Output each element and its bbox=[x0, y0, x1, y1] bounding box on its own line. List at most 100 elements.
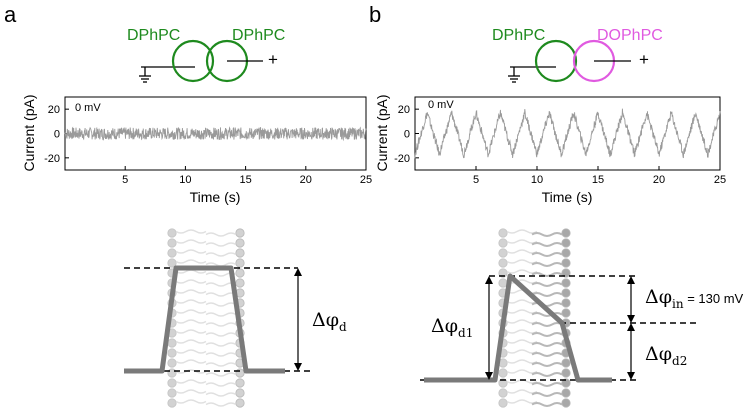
potential-profile-line-a bbox=[124, 265, 285, 374]
trace-b bbox=[414, 108, 721, 159]
lipid-tail bbox=[531, 292, 563, 297]
lipid-head bbox=[498, 278, 508, 288]
lipid-head bbox=[561, 278, 571, 288]
lipid-tail bbox=[205, 352, 237, 357]
lipid-head bbox=[235, 398, 245, 408]
x-tick-label: 20 bbox=[653, 174, 665, 186]
lipid-right-label-b: DOPhPC bbox=[597, 27, 663, 44]
potential-profile-line-b bbox=[424, 273, 612, 383]
lipid-tail bbox=[506, 259, 538, 264]
lipid-head bbox=[561, 398, 571, 408]
lipid-tail bbox=[205, 402, 237, 407]
lipid-tail bbox=[205, 242, 237, 247]
x-tick-label: 25 bbox=[360, 174, 372, 186]
voltage-label-b: 0 mV bbox=[428, 99, 454, 111]
plus-sign-a: + bbox=[268, 50, 278, 69]
lipid-tail bbox=[506, 239, 538, 244]
x-tick-label: 5 bbox=[122, 174, 128, 186]
y-axis-title-a: Current (pA) bbox=[21, 94, 37, 171]
lipid-head bbox=[235, 248, 245, 258]
lipid-tail bbox=[205, 382, 237, 387]
delta-phi-d1-label: Δφd1 bbox=[431, 315, 473, 340]
lipid-head bbox=[561, 388, 571, 398]
lipid-head bbox=[235, 268, 245, 278]
lipid-tail bbox=[175, 239, 207, 244]
potential-profile-b: Δφd1 Δφin = 130 mV Δφd2 bbox=[420, 228, 744, 408]
lipid-tail bbox=[506, 309, 538, 314]
lipid-head bbox=[561, 358, 571, 368]
lipid-head bbox=[498, 258, 508, 268]
lipid-head bbox=[498, 388, 508, 398]
lipid-tail bbox=[175, 229, 207, 234]
lipid-tail bbox=[205, 392, 237, 397]
lipid-head bbox=[235, 388, 245, 398]
lipid-tail bbox=[506, 279, 538, 284]
lipid-tail bbox=[205, 372, 237, 377]
left-leaflet-circle-a bbox=[171, 39, 215, 83]
lipid-head bbox=[498, 398, 508, 408]
lipid-tail bbox=[531, 322, 563, 327]
lipid-head bbox=[235, 368, 245, 378]
y-axis-title-b: Current (pA) bbox=[374, 94, 390, 171]
lipid-head bbox=[167, 238, 177, 248]
lipid-tail bbox=[531, 272, 563, 277]
lipid-tail bbox=[175, 279, 207, 284]
lipid-tail bbox=[205, 302, 237, 307]
lipid-tail bbox=[205, 232, 237, 237]
delta-phi-label-a: Δφd bbox=[312, 309, 347, 334]
lipid-tail bbox=[506, 229, 538, 234]
lipid-tail bbox=[205, 322, 237, 327]
lipid-tail bbox=[175, 349, 207, 354]
lipid-head bbox=[167, 388, 177, 398]
current-trace-line bbox=[414, 108, 721, 159]
x-tick-label: 15 bbox=[592, 174, 604, 186]
lipid-tail bbox=[175, 339, 207, 344]
lipid-right-label-a: DPhPC bbox=[232, 27, 285, 44]
panel-a-letter: a bbox=[4, 2, 17, 27]
x-tick-label: 25 bbox=[714, 174, 726, 186]
x-tick-label: 10 bbox=[531, 174, 543, 186]
lipid-head bbox=[561, 368, 571, 378]
lipid-tail bbox=[175, 379, 207, 384]
lipid-tail bbox=[506, 339, 538, 344]
x-axis-title-b: Time (s) bbox=[542, 189, 593, 205]
y-tick-label: 0 bbox=[54, 129, 60, 141]
lipid-head bbox=[167, 358, 177, 368]
lipid-tail bbox=[531, 312, 563, 317]
lipid-tail bbox=[531, 402, 563, 407]
lipid-tail bbox=[531, 372, 563, 377]
lipid-head bbox=[167, 228, 177, 238]
lipid-tail bbox=[175, 369, 207, 374]
lipid-head bbox=[498, 378, 508, 388]
plus-sign-b: + bbox=[639, 50, 649, 69]
lipid-tail bbox=[531, 262, 563, 267]
lipid-left-label-b: DPhPC bbox=[492, 27, 545, 44]
y-tick-label: -20 bbox=[394, 153, 410, 165]
lipid-head bbox=[167, 368, 177, 378]
lipid-tail bbox=[506, 269, 538, 274]
lipid-tail bbox=[175, 359, 207, 364]
bilayer-schematic-b: + DPhPC DOPhPC bbox=[492, 27, 663, 83]
lipid-bilayer-a bbox=[167, 228, 245, 408]
lipid-tail bbox=[506, 249, 538, 254]
lipid-head bbox=[167, 398, 177, 408]
current-trace-line bbox=[64, 126, 367, 142]
lipid-tail bbox=[531, 282, 563, 287]
lipid-tail bbox=[531, 232, 563, 237]
lipid-tail bbox=[205, 312, 237, 317]
potential-profile-a: Δφd bbox=[124, 228, 347, 408]
delta-phi-d2-label: Δφd2 bbox=[645, 343, 687, 368]
lipid-tail bbox=[175, 249, 207, 254]
lipid-head bbox=[498, 228, 508, 238]
lipid-tail bbox=[531, 352, 563, 357]
x-tick-label: 5 bbox=[473, 174, 479, 186]
lipid-tail bbox=[205, 362, 237, 367]
lipid-tail bbox=[205, 252, 237, 257]
lipid-tail bbox=[506, 329, 538, 334]
lipid-tail bbox=[175, 309, 207, 314]
lipid-head bbox=[167, 258, 177, 268]
lipid-tail bbox=[506, 359, 538, 364]
lipid-head bbox=[561, 228, 571, 238]
y-tick-label: 20 bbox=[398, 104, 410, 116]
